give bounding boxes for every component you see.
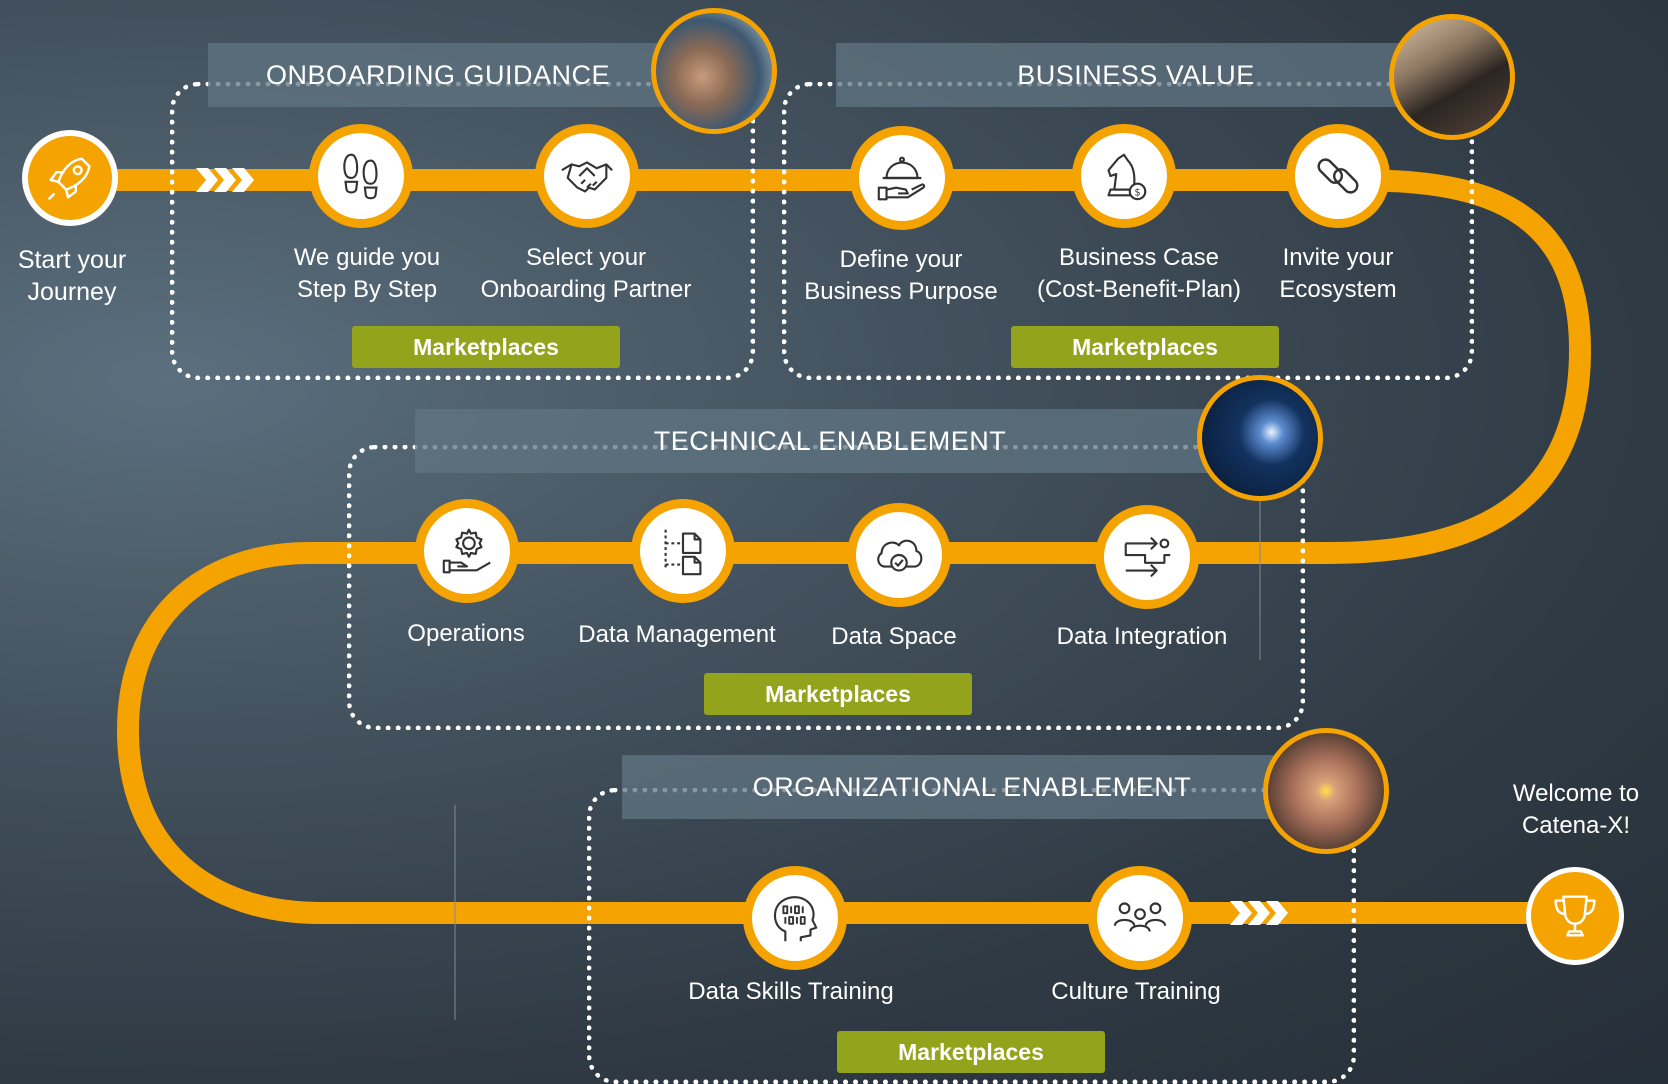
hands-flower-photo xyxy=(1263,728,1389,854)
link-icon xyxy=(1317,158,1359,194)
service-hand-icon xyxy=(877,156,926,201)
step-label-data-space: Data Space xyxy=(831,623,957,650)
marketplaces-button-business-value[interactable]: Marketplaces xyxy=(1011,326,1279,368)
chevrons-end xyxy=(1230,901,1288,925)
step-node-data-integration[interactable] xyxy=(1095,505,1199,609)
step-node-invite-ecosystem[interactable] xyxy=(1286,124,1390,228)
section-title-onboarding: ONBOARDING GUIDANCE xyxy=(208,43,668,107)
marketplaces-button-onboarding[interactable]: Marketplaces xyxy=(352,326,620,368)
svg-text:$: $ xyxy=(1134,187,1140,198)
section-title-organizational: ORGANIZATIONAL ENABLEMENT xyxy=(622,755,1322,819)
laptop-photo xyxy=(1389,14,1515,140)
step-label-data-integration: Data Integration xyxy=(1056,623,1228,650)
head-binary-icon xyxy=(773,896,818,942)
rocket-launch-photo xyxy=(1197,375,1323,501)
step-label-select-partner: Select your Onboarding Partner xyxy=(480,244,692,303)
trophy-icon xyxy=(1554,895,1596,937)
step-label-we-guide-you: We guide you Step By Step xyxy=(293,244,441,303)
step-node-data-space[interactable] xyxy=(847,503,951,607)
start-label: Start your Journey xyxy=(17,246,127,306)
integration-flow-icon xyxy=(1124,536,1171,578)
end-label: Welcome to Catena-X! xyxy=(1512,780,1640,839)
step-node-culture-training[interactable] xyxy=(1088,866,1192,970)
step-node-data-skills[interactable] xyxy=(743,866,847,970)
step-node-we-guide-you[interactable] xyxy=(309,124,413,228)
end-node xyxy=(1526,867,1624,965)
marketplaces-button-technical[interactable]: Marketplaces xyxy=(704,673,972,715)
people-group-icon xyxy=(1113,902,1167,932)
handshake-icon xyxy=(561,161,613,193)
start-node xyxy=(22,130,118,226)
step-label-define-purpose: Define your Business Purpose xyxy=(804,246,998,305)
chess-knight-icon: $ xyxy=(1107,153,1147,201)
step-node-operations[interactable] xyxy=(415,499,519,603)
step-node-define-purpose[interactable] xyxy=(850,126,954,230)
step-label-culture-training: Culture Training xyxy=(1051,978,1221,1005)
section-title-technical: TECHNICAL ENABLEMENT xyxy=(415,409,1245,473)
chevrons-start xyxy=(196,168,254,192)
step-label-business-case: Business Case (Cost-Benefit-Plan) xyxy=(1036,244,1242,303)
footprints-icon xyxy=(343,153,378,200)
file-tree-icon xyxy=(664,529,702,576)
section-title-business-value: BUSINESS VALUE xyxy=(836,43,1436,107)
step-label-data-skills: Data Skills Training xyxy=(688,978,894,1005)
marketplaces-button-organizational[interactable]: Marketplaces xyxy=(837,1031,1105,1073)
rocket-icon xyxy=(47,157,91,201)
step-label-operations: Operations xyxy=(407,620,525,647)
handshake-team-photo xyxy=(651,8,777,134)
step-label-data-management: Data Management xyxy=(578,621,776,648)
step-node-data-management[interactable] xyxy=(631,499,735,603)
step-label-invite-ecosystem: Invite your Ecosystem xyxy=(1279,244,1397,303)
step-node-business-case[interactable]: $ xyxy=(1072,124,1176,228)
step-node-select-partner[interactable] xyxy=(535,124,639,228)
gear-hand-icon xyxy=(442,528,491,574)
cloud-check-icon xyxy=(877,539,923,572)
